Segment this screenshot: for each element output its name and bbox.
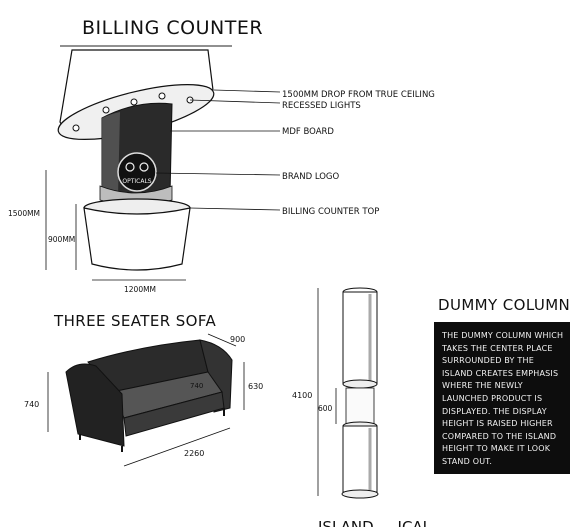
dim-line-sofa-depth bbox=[207, 333, 237, 347]
dim-sofa-back: 740 bbox=[190, 382, 203, 390]
dim-column-display: 600 bbox=[318, 404, 333, 413]
dummy-column-title: DUMMY COLUMN bbox=[438, 296, 570, 314]
counter-body bbox=[83, 207, 191, 271]
brand-logo-badge bbox=[117, 152, 157, 192]
billing-title: BILLING COUNTER bbox=[82, 17, 263, 39]
recessed-light-4 bbox=[158, 92, 166, 100]
callout-logo: BRAND LOGO bbox=[282, 172, 340, 182]
callout-lights: RECESSED LIGHTS bbox=[282, 101, 361, 111]
footer-partial-title: ISLAND ... ICAL bbox=[318, 518, 432, 527]
dim-width: 1200MM bbox=[124, 285, 156, 294]
dummy-column-drawing bbox=[341, 287, 379, 499]
sofa-drawing bbox=[65, 339, 233, 452]
mdf-column-highlight bbox=[102, 112, 120, 197]
dummy-column-description-text: THE DUMMY COLUMN WHICH TAKES THE CENTER … bbox=[442, 331, 564, 466]
dim-sofa-height: 630 bbox=[248, 382, 263, 391]
callout-top: BILLING COUNTER TOP bbox=[282, 207, 379, 217]
logo-eye-left-icon bbox=[125, 162, 135, 172]
column-display-case bbox=[345, 387, 375, 425]
callout-leader-logo bbox=[155, 172, 281, 176]
dim-total-height: 1500MM bbox=[8, 209, 40, 218]
callout-leader-lights bbox=[189, 99, 281, 104]
callout-mdf: MDF BOARD bbox=[282, 127, 334, 137]
dim-sofa-seat: 740 bbox=[24, 400, 39, 409]
sofa-right-arm bbox=[199, 339, 233, 413]
dummy-column-description: THE DUMMY COLUMN WHICH TAKES THE CENTER … bbox=[434, 322, 570, 474]
sofa-left-arm bbox=[65, 363, 125, 447]
dim-column-total: 4100 bbox=[292, 391, 312, 400]
recessed-light-2 bbox=[102, 106, 110, 114]
dim-sofa-length: 2260 bbox=[184, 449, 204, 458]
sofa-title: THREE SEATER SOFA bbox=[53, 312, 216, 330]
dim-sofa-depth: 900 bbox=[230, 335, 245, 344]
column-base bbox=[341, 489, 379, 499]
column-lower-shaft bbox=[342, 425, 378, 493]
dim-counter-height: 900MM bbox=[48, 235, 75, 244]
callout-leader-drop bbox=[213, 89, 281, 93]
logo-eye-right-icon bbox=[139, 162, 149, 172]
recessed-light-1 bbox=[72, 124, 80, 132]
callout-drop: 1500MM DROP FROM TRUE CEILING bbox=[282, 90, 435, 100]
callout-leader-top bbox=[189, 207, 281, 211]
column-upper-ring bbox=[342, 379, 378, 389]
brand-logo-text: OPTICALS bbox=[122, 178, 151, 185]
dim-line-sofa-length bbox=[123, 427, 231, 467]
recessed-light-3 bbox=[130, 98, 138, 106]
column-upper-shaft bbox=[342, 291, 378, 385]
